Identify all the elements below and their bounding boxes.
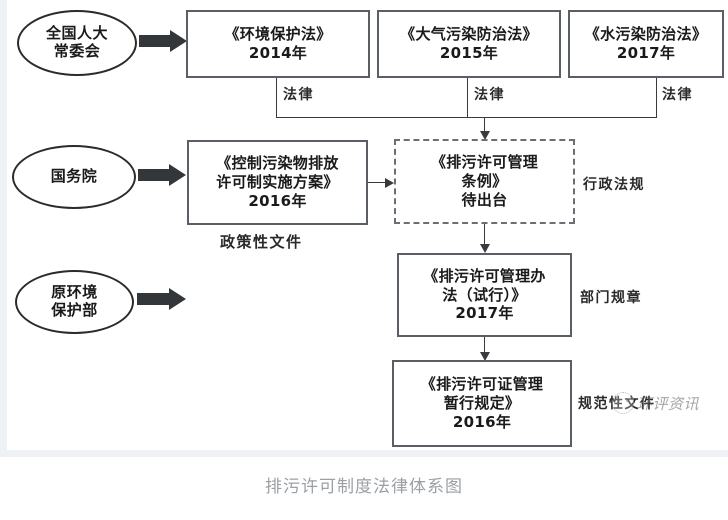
document-line: 《排污许可管理办: [423, 266, 546, 285]
tier-label-administrative-regulation: 行政法规: [583, 177, 645, 193]
arrow-head: [169, 288, 186, 310]
document-line: 《排污许可证管理: [420, 375, 544, 394]
authority-label-state-council: 国务院: [50, 167, 98, 186]
connector-wpl-drop: [656, 78, 657, 118]
tier-label-policy-document: 政策性文件: [220, 233, 303, 251]
connector-law-bus: [276, 117, 657, 118]
connector-policy-to-regulation: [368, 182, 386, 183]
connector-bus-to-regulation: [484, 117, 485, 133]
authority-node-mep: 原环境保护部: [15, 270, 134, 334]
connector-apl-drop: [467, 78, 468, 118]
tier-label-normative-document: 规范性文件: [578, 396, 656, 412]
document-line: 2016年: [248, 191, 307, 210]
arrowhead-measures-to-provisions: [480, 352, 490, 361]
figure-caption: 排污许可制度法律体系图: [265, 477, 463, 497]
arrow-npc-to-laws: [139, 30, 187, 52]
document-line: 2016年: [452, 412, 512, 431]
law-year-epl: 2014年: [248, 44, 308, 62]
law-box-wpl: 《水污染防治法》 2017年: [568, 10, 724, 78]
document-line: 《控制污染物排放: [216, 154, 339, 173]
connector-epl-drop: [276, 78, 277, 118]
law-year-apl: 2015年: [439, 44, 499, 62]
authority-node-npc: 全国人大常委会: [17, 10, 137, 76]
arrowhead-regulation-to-measures: [480, 244, 490, 253]
law-box-apl: 《大气污染防治法》 2015年: [377, 10, 561, 78]
arrow-shaft: [139, 35, 171, 47]
tier-label-department-rule: 部门规章: [580, 290, 642, 306]
arrow-shaft: [137, 293, 170, 305]
law-title-wpl: 《水污染防治法》: [584, 25, 708, 44]
connector-measures-to-provisions: [484, 337, 485, 354]
document-line: 法（试行）》: [442, 285, 527, 304]
document-line: 待出台: [461, 190, 508, 209]
page-edge-tint-bottom: [0, 450, 728, 457]
document-line: 《排污许可管理: [430, 153, 539, 172]
document-line: 条例》: [461, 172, 508, 191]
tier-label-law-1: 法律: [283, 87, 314, 103]
arrow-shaft: [138, 169, 170, 181]
arrowhead-policy-to-regulation: [385, 178, 394, 188]
arrow-head: [169, 164, 186, 186]
authority-node-state-council: 国务院: [12, 145, 136, 209]
document-box-policy: 《控制污染物排放 许可制实施方案》 2016年: [187, 140, 368, 225]
document-box-regulation-pending: 《排污许可管理 条例》 待出台: [394, 139, 575, 224]
law-title-epl: 《环境保护法》: [224, 25, 332, 44]
tier-label-law-3: 法律: [662, 87, 693, 103]
law-box-epl: 《环境保护法》 2014年: [186, 10, 370, 78]
document-line: 暂行规定》: [443, 394, 521, 413]
arrow-mep-to-measures: [137, 288, 187, 310]
law-title-apl: 《大气污染防治法》: [400, 25, 538, 44]
authority-label-npc: 全国人大常委会: [45, 24, 108, 60]
law-year-wpl: 2017年: [616, 44, 676, 62]
tier-label-law-2: 法律: [474, 87, 505, 103]
document-box-measures: 《排污许可管理办 法（试行）》 2017年: [397, 253, 572, 337]
arrow-state-council-to-policy: [138, 164, 187, 186]
document-box-provisions: 《排污许可证管理 暂行规定》 2016年: [392, 360, 572, 447]
arrowhead-bus-to-regulation: [480, 131, 490, 140]
page-edge-tint-left: [0, 0, 7, 455]
connector-regulation-to-measures: [484, 224, 485, 245]
authority-label-mep: 原环境保护部: [51, 283, 98, 319]
document-line: 许可制实施方案》: [216, 173, 339, 192]
document-line: 2017年: [455, 304, 514, 323]
arrow-head: [170, 30, 187, 52]
